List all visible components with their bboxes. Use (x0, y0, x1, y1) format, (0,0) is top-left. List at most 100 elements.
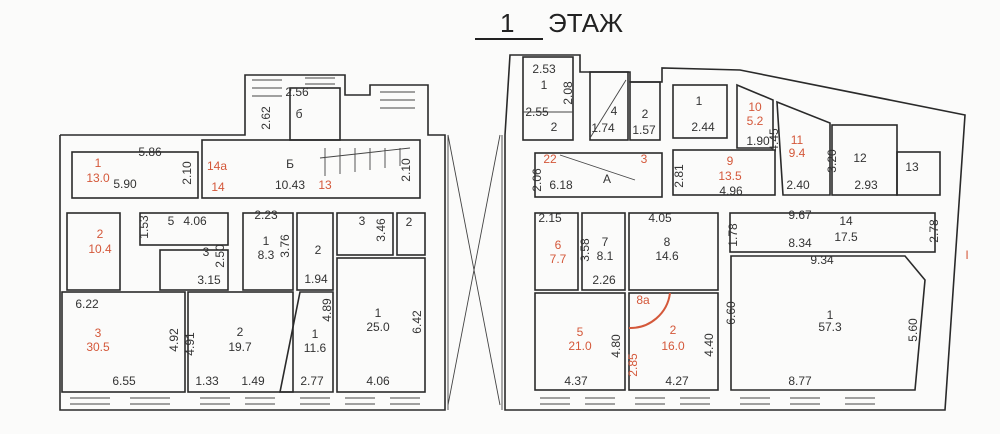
hall-b (201, 139, 421, 199)
room-14 (729, 212, 936, 253)
room-9 (672, 149, 776, 196)
right-building-outline (504, 54, 966, 411)
room-1-11-6 (279, 291, 334, 393)
plan-label: 6 (555, 238, 562, 252)
plan-label: 1.53 (137, 215, 151, 239)
plan-label: 2.40 (786, 178, 810, 192)
floor-title: 1 ЭТАЖ (470, 2, 670, 42)
plan-label: 8.3 (258, 248, 275, 262)
plan-label: 2 (551, 120, 558, 134)
plan-label: 4 (611, 104, 618, 118)
plan-label: I (965, 248, 968, 262)
plan-label: 12 (853, 151, 867, 165)
plan-label: 13.5 (718, 169, 742, 183)
plan-label: 8а (636, 293, 650, 307)
plan-label: 13.0 (86, 171, 110, 185)
plan-label: 1.74 (591, 121, 615, 135)
plan-label: 2.78 (927, 219, 941, 243)
plan-label: 4.37 (564, 374, 588, 388)
plan-label: 4.06 (183, 214, 207, 228)
plan-label: 14 (839, 214, 853, 228)
plan-label: 1.94 (304, 272, 328, 286)
plan-label: 3 (359, 214, 366, 228)
plan-label: 8.77 (788, 374, 812, 388)
plan-label: 4.92 (167, 328, 181, 352)
plan-label: 8.1 (597, 249, 614, 263)
room-1-57-3 (730, 255, 926, 391)
plan-label: 2.50 (213, 244, 227, 268)
room-13 (896, 151, 941, 196)
walls (59, 54, 966, 411)
plan-label: 9.34 (810, 253, 834, 267)
plan-label: 1.57 (632, 123, 656, 137)
room-2-wc (296, 212, 334, 291)
plan-label: 1.90 (746, 134, 770, 148)
plan-label: 3.15 (197, 273, 221, 287)
plan-label: 6.22 (75, 297, 99, 311)
plan-label: 9.4 (789, 146, 806, 160)
plan-label: 2.81 (672, 164, 686, 188)
plan-label: 14а (207, 159, 227, 173)
plan-label: 2.77 (300, 374, 324, 388)
plan-label: 11.6 (304, 341, 327, 355)
room-2-10-4 (66, 212, 121, 291)
room-1-2-top (522, 56, 574, 141)
plan-label: 1 (263, 234, 270, 248)
plan-label: 2.15 (538, 211, 562, 225)
plan-label: 25.0 (366, 320, 390, 334)
floor-number: 1 (500, 8, 515, 38)
room-5 (139, 212, 229, 246)
plan-label: 4.27 (665, 374, 689, 388)
plan-label: 11 (791, 133, 804, 147)
plan-label: 14 (211, 180, 225, 194)
plan-label: 5.2 (747, 114, 764, 128)
plan-label: 16.0 (661, 339, 685, 353)
floor-word: ЭТАЖ (548, 8, 624, 38)
plan-label: 1.33 (195, 374, 219, 388)
plan-label: 2.23 (254, 208, 278, 222)
room-1-8-3 (242, 212, 294, 291)
plan-label: 3 (95, 326, 102, 340)
plan-label: 2.08 (561, 81, 575, 105)
plan-label: 2.93 (854, 178, 878, 192)
room-1-25 (336, 257, 426, 393)
plan-label: 2 (97, 227, 104, 241)
plan-label: 2 (670, 323, 677, 337)
plan-label: 22 (543, 152, 557, 166)
plan-label: 30.5 (86, 340, 110, 354)
plan-label: 1 (827, 308, 834, 322)
plan-label: 19.7 (228, 340, 252, 354)
plan-label: 10 (748, 100, 762, 114)
room-8 (628, 212, 719, 291)
plan-label: 3.58 (578, 238, 592, 262)
plan-label: 3.76 (278, 234, 292, 258)
plan-label: 2.06 (530, 168, 544, 192)
stair-a (559, 154, 636, 181)
plan-label: 13 (905, 160, 919, 174)
plan-label: 8 (664, 235, 671, 249)
plan-label: 7 (602, 235, 609, 249)
plan-label: 9.67 (788, 208, 812, 222)
plan-label: 2 (642, 107, 649, 121)
plan-label: 2.44 (691, 120, 715, 134)
plan-label: 4.80 (609, 334, 623, 358)
plan-label: 4.06 (366, 374, 390, 388)
plan-label: б (296, 107, 303, 121)
plan-label: 2.85 (626, 353, 640, 377)
door-swing-8a (628, 292, 671, 330)
plan-label: 10.43 (275, 178, 305, 192)
room-6 (534, 212, 579, 291)
stair-4-ramp (589, 79, 627, 139)
plan-label: 2.26 (592, 273, 616, 287)
plan-label: 2.62 (259, 106, 273, 130)
plan-label: 4.05 (648, 211, 672, 225)
room-3-bath (159, 249, 229, 291)
plan-label: 5 (168, 214, 175, 228)
plan-label: 57.3 (818, 320, 842, 334)
plan-label: 5.90 (113, 177, 137, 191)
room-11 (776, 100, 831, 196)
room-2-top (629, 81, 661, 141)
plan-label: 2.55 (525, 105, 549, 119)
plan-label: 13 (318, 178, 332, 192)
